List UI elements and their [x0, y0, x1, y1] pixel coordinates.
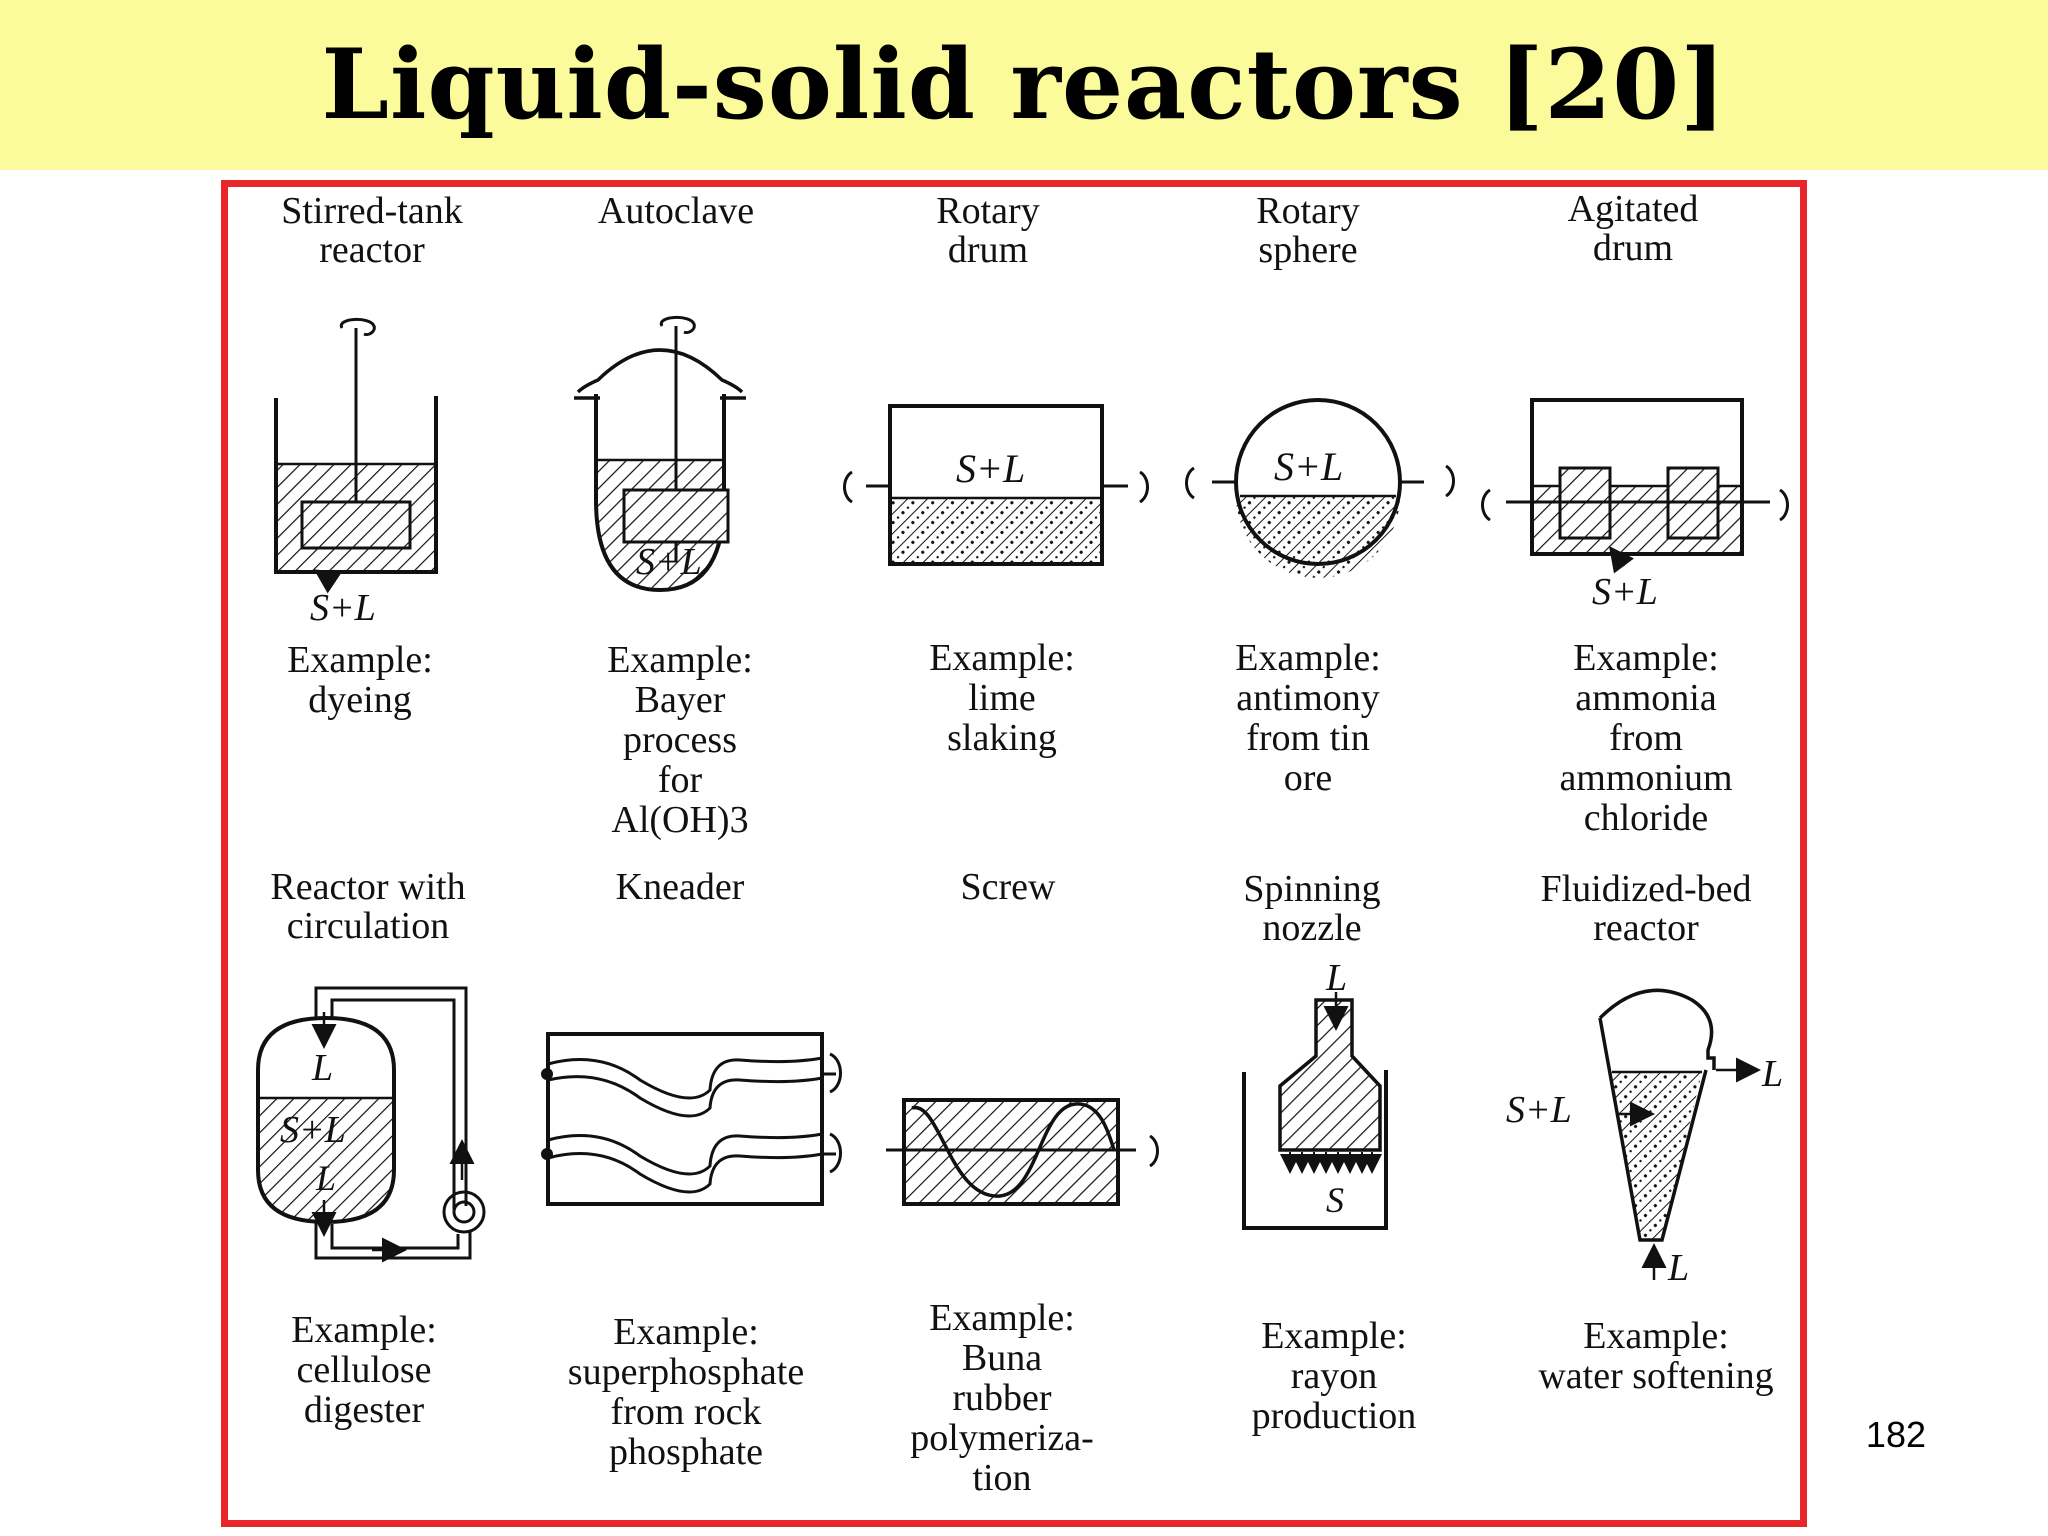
- spinning-nozzle-diagram: L S: [1242, 957, 1388, 1230]
- example-kneader: Example: superphosphate from rock phosph…: [567, 1311, 805, 1473]
- example-rotary-sphere: Example: antimony from tin ore: [1235, 637, 1381, 799]
- figure-frame: [221, 180, 1807, 1527]
- example-autoclave: Example: Bayer process for Al(OH)3: [607, 639, 753, 841]
- caption-fluidized-bed: Fluidized-bed reactor: [1540, 868, 1752, 949]
- page-number: 182: [1865, 1414, 1926, 1455]
- caption-screw: Screw: [960, 866, 1056, 908]
- example-circulation: Example: cellulose digester: [291, 1309, 437, 1431]
- example-rotary-drum: Example: lime slaking: [929, 637, 1075, 759]
- label-l-bottom: L: [1667, 1247, 1689, 1289]
- slide-title: Liquid-solid reactors [20]: [321, 28, 1727, 141]
- circulation-reactor-diagram: L S+L L: [256, 986, 486, 1263]
- example-spinning-nozzle: Example: rayon production: [1251, 1315, 1417, 1437]
- label-l-lower: L: [315, 1158, 336, 1198]
- stirred-tank-diagram: S+L: [274, 318, 438, 629]
- label-s-l: S+L: [636, 541, 702, 583]
- label-s: S: [1326, 1180, 1344, 1220]
- label-s-l: S+L: [280, 1109, 346, 1151]
- label-l: L: [1761, 1053, 1783, 1095]
- label-s-l: S+L: [1592, 571, 1658, 613]
- caption-autoclave: Autoclave: [597, 190, 755, 232]
- label-s-l: S+L: [310, 587, 376, 629]
- label-l: L: [1325, 957, 1347, 999]
- autoclave-diagram: S+L: [574, 316, 746, 593]
- caption-kneader: Kneader: [615, 866, 745, 908]
- caption-rotary-sphere: Rotary sphere: [1256, 190, 1360, 271]
- caption-stirred-tank: Stirred-tank reactor: [281, 190, 463, 271]
- example-agitated-drum: Example: ammonia from ammonium chloride: [1559, 637, 1733, 839]
- caption-spinning-nozzle: Spinning nozzle: [1243, 868, 1381, 949]
- example-screw: Example: Buna rubber polymeriza- tion: [910, 1297, 1094, 1499]
- example-stirred-tank: Example: dyeing: [287, 639, 433, 721]
- label-l: L: [311, 1047, 333, 1089]
- caption-circulation: Reactor with circulation: [270, 866, 466, 947]
- caption-agitated-drum: Agitated drum: [1567, 188, 1699, 269]
- agitated-drum-diagram: S+L: [1481, 398, 1789, 613]
- label-s-l: S+L: [956, 446, 1025, 491]
- rotary-sphere-diagram: S+L: [1185, 398, 1455, 578]
- title-band: [0, 0, 2048, 170]
- fluidized-bed-diagram: L S+L L: [1506, 988, 1783, 1289]
- rotary-drum-diagram: S+L: [843, 404, 1149, 566]
- label-s-l: S+L: [1274, 444, 1343, 489]
- caption-rotary-drum: Rotary drum: [936, 190, 1040, 271]
- example-fluidized-bed: Example: water softening: [1538, 1315, 1774, 1397]
- screw-diagram: [886, 1098, 1159, 1206]
- kneader-diagram: [541, 1032, 842, 1206]
- label-s-l: S+L: [1506, 1089, 1572, 1131]
